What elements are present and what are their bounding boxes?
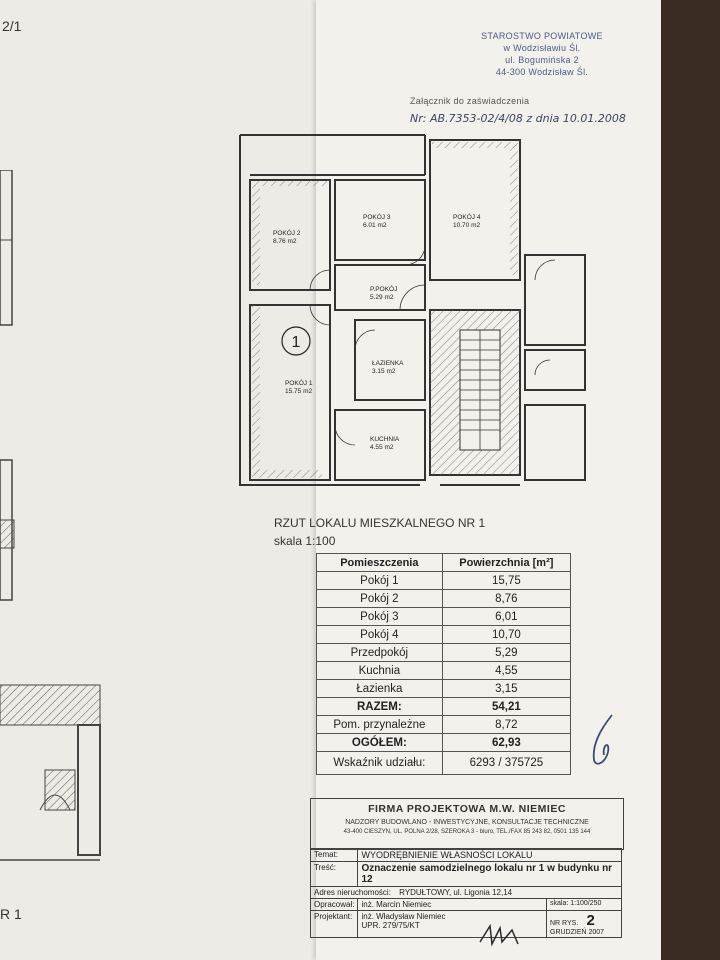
address-value: RYDUŁTOWY, ul. Ligonia 12,14 [399,888,513,897]
stamp-line-4: 44-300 Wodzisław Śl. [495,67,589,77]
area-value-cell: 5,29 [441,643,572,662]
area-value-cell: 3,15 [441,679,572,698]
room-area: 4.55 m2 [370,444,394,451]
area-value-cell: 4,55 [441,661,572,680]
projektant-cell: inż. Władysław Niemiec UPR. 279/75/KT [357,910,547,938]
drawing-date: GRUDZIEŃ 2007 [550,929,605,936]
projektant-value: inż. Władysław Niemiec [361,912,446,921]
tresc-value: Oznaczenie samodzielnego lokalu nr 1 w b… [357,861,622,887]
address-label: Adres nieruchomości: [314,888,391,897]
column-header: Pomieszczenia [316,553,443,572]
drawing-number: 2 [586,912,595,929]
area-value-cell: 62,93 [441,733,572,752]
area-value-cell: 10,70 [441,625,572,644]
table-row-total: RAZEM:54,21 [316,697,572,716]
stamp-line-1: STAROSTWO POWIATOWE [481,31,603,41]
address-row: Adres nieruchomości: RYDUŁTOWY, ul. Ligo… [310,886,622,899]
left-page-plan-fragment [0,170,101,861]
firm-name: FIRMA PROJEKTOWA M.W. NIEMIEC [368,803,566,815]
drawing-number-label: NR RYS. [550,920,579,927]
firm-address: 43-400 CIESZYN, UL. POLNA 2/28, SZEROKA … [343,829,591,835]
tresc-label: Treść: [309,861,359,887]
room-name: P.POKÓJ [370,286,398,293]
room-name: POKÓJ 1 [285,380,313,387]
table-header-row: Pomieszczenia Powierzchnia [m²] [316,553,572,572]
room-area: 3.15 m2 [372,368,396,375]
handwritten-initial [592,714,613,765]
room-name-cell: RAZEM: [316,697,443,716]
edge-label-bottom: R 1 [0,906,22,922]
room-name-cell: Pokój 3 [316,607,443,626]
room-name-cell: Przedpokój [316,643,443,662]
table-row-share: Wskaźnik udziału:6293 / 375725 [316,751,572,775]
attachment-label: Załącznik do zaświadczenia [410,96,530,106]
firm-header: FIRMA PROJEKTOWA M.W. NIEMIEC NADZORY BU… [310,798,624,850]
room-name-cell: Pom. przynależne [316,715,443,734]
temat-value: WYODRĘBNIENIE WŁASNOŚCI LOKALU [357,848,622,862]
room-area: 6.01 m2 [363,222,387,229]
temat-label: Temat: [309,848,359,862]
room-name-cell: Pokój 2 [316,589,443,608]
room-area: 15.75 m2 [285,388,313,395]
room-name-cell: Pokój 1 [316,571,443,590]
attachment-number: Nr: AB.7353-02/4/08 z dnia 10.01.2008 [410,112,626,125]
area-value-cell: 6,01 [441,607,572,626]
opracowal-label: Opracował: [309,898,359,911]
unit-number: 1 [292,334,301,351]
stamp-line-3: ul. Bogumińska 2 [505,55,579,65]
column-header: Powierzchnia [m²] [441,553,572,572]
table-row-grand-total: OGÓŁEM:62,93 [316,733,572,752]
scale-cell: skala: 1:100/250 [546,898,622,911]
firm-services: NADZORY BUDOWLANO - INWESTYCYJNE, KONSUL… [345,819,589,826]
room-name: POKÓJ 4 [453,214,481,221]
room-area: 5.29 m2 [370,294,394,301]
floor-plan: 1 [239,134,586,486]
license-number: UPR. 279/75/KT [361,921,420,930]
opracowal-value: inż. Marcin Niemiec [357,898,547,911]
area-value-cell: 6293 / 375725 [441,751,572,775]
drawing-number-cell: NR RYS. 2 GRUDZIEŃ 2007 [546,910,622,938]
plan-title: RZUT LOKALU MIESZKALNEGO NR 1 [274,516,486,530]
room-name: POKÓJ 3 [363,214,391,221]
room-name-cell: Wskaźnik udziału: [316,751,443,775]
room-name: KUCHNIA [370,436,400,443]
room-area: 10.70 m2 [453,222,481,229]
edge-label-top: 2/1 [2,18,22,34]
signature [479,923,519,947]
area-value-cell: 54,21 [441,697,572,716]
room-name-cell: Kuchnia [316,661,443,680]
room-area: 8.76 m2 [273,238,297,245]
room-name-cell: Pokój 4 [316,625,443,644]
room-name: ŁAZIENKA [372,360,404,367]
title-block-table: Temat: WYODRĘBNIENIE WŁASNOŚCI LOKALU Tr… [309,848,622,938]
room-name: POKÓJ 2 [273,230,301,237]
office-stamp: STAROSTWO POWIATOWE w Wodzisławiu Śl. ul… [452,30,632,78]
room-name-cell: Łazienka [316,679,443,698]
area-value-cell: 8,72 [441,715,572,734]
room-name-cell: OGÓŁEM: [316,733,443,752]
projektant-label: Projektant: [309,910,359,938]
plan-scale: skala 1:100 [274,534,336,548]
area-value-cell: 15,75 [441,571,572,590]
area-value-cell: 8,76 [441,589,572,608]
stamp-line-2: w Wodzisławiu Śl. [503,43,581,53]
